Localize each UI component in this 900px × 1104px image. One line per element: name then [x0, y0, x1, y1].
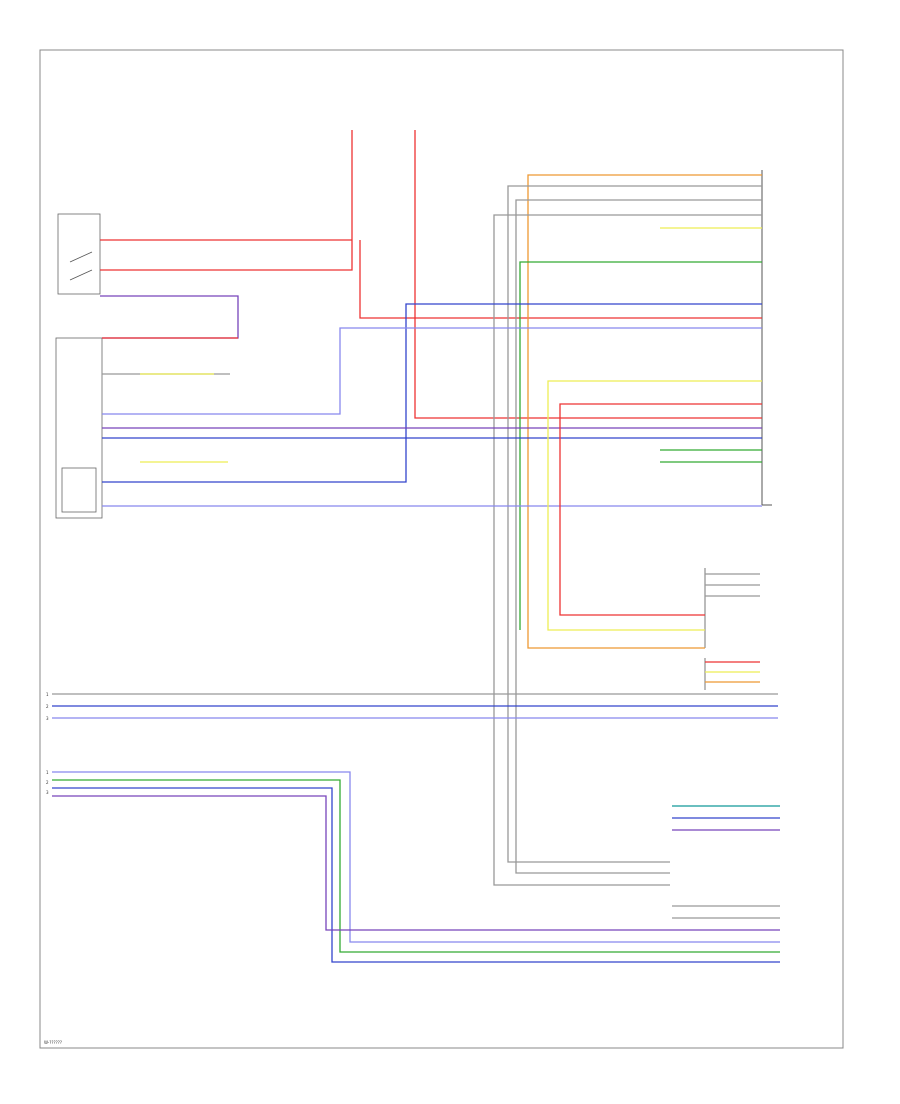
- wire-gray-1: [507, 185, 762, 863]
- wire-blue-upper: [102, 303, 762, 483]
- wire-green: [519, 261, 762, 630]
- tick-label-3: 3: [46, 716, 49, 721]
- tick-label-1: 1: [46, 692, 49, 697]
- component-left-control-module: [55, 337, 103, 519]
- tick-label-3b: 3: [46, 790, 49, 795]
- wire-red-fuse1: [100, 130, 353, 271]
- wire-bundle-3: [52, 787, 780, 963]
- wire-lightblue-upper: [102, 327, 762, 415]
- tick-label-1b: 1: [46, 770, 49, 775]
- wire-yellow-right: [547, 380, 762, 631]
- wire-red-fuse2: [414, 130, 762, 419]
- wire-gray-3: [515, 199, 762, 874]
- wire-gray-2: [493, 214, 762, 886]
- wire-violet: [100, 295, 239, 339]
- component-top-left-switch: [57, 213, 101, 295]
- component-right-connector-upper: [761, 170, 772, 506]
- wire-bundle-1: [52, 771, 780, 943]
- tick-label-2: 2: [46, 704, 49, 709]
- diagram-frame: [39, 49, 844, 1049]
- wire-bundle-2: [52, 779, 780, 953]
- tick-label-2b: 2: [46, 780, 49, 785]
- footer-label: W-??????: [44, 1040, 62, 1045]
- wire-orange: [527, 174, 762, 649]
- wire-bundle-4: [52, 795, 780, 931]
- wire-red-to-connector: [359, 240, 762, 319]
- wire-red-right: [559, 403, 762, 616]
